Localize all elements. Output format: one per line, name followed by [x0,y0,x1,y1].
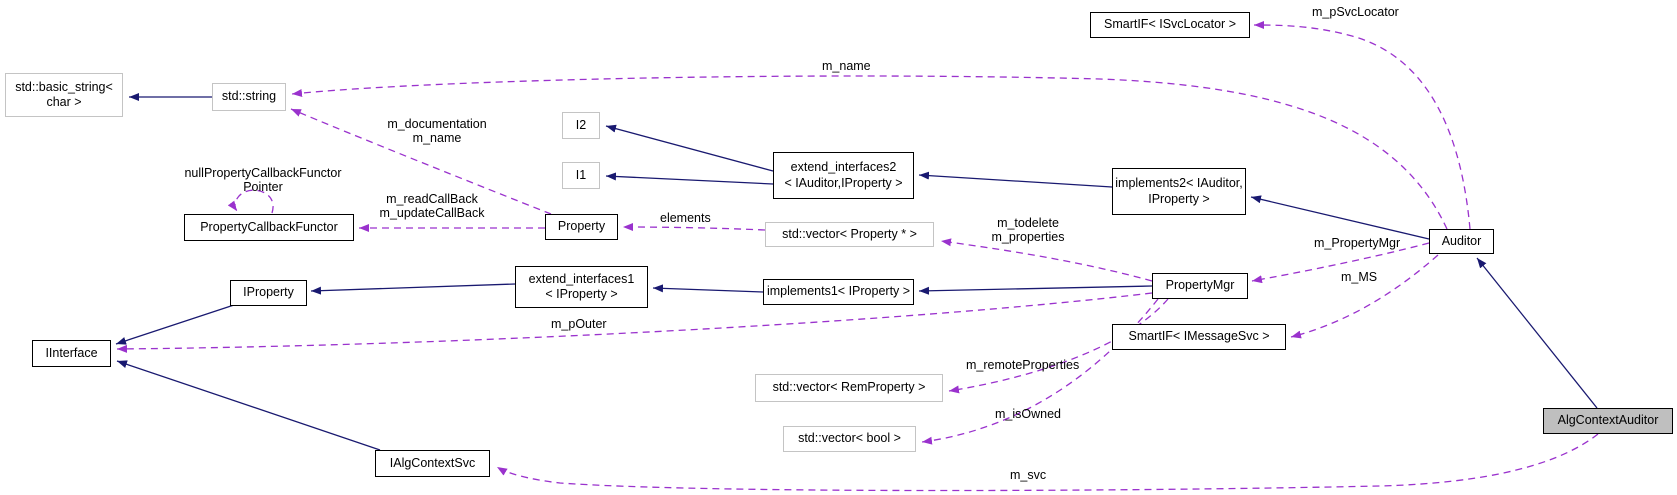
inheritance-edge-extint1-iproperty [310,283,516,295]
edge-label-m-todelete-m-properties: m_todelete m_properties [991,216,1065,245]
edge-label-m-remoteproperties: m_remoteProperties [966,358,1080,372]
inheritance-edge-extint2-i2 [605,124,774,172]
usage-edge-m-documentation-m-name [290,108,552,215]
edge-label-elements: elements [660,211,711,225]
usage-edge-nullfunctor-selfloop [227,189,274,214]
node-std-string[interactable]: std::string [212,83,286,111]
edge-label-m-psvclocator: m_pSvcLocator [1312,5,1399,19]
inheritance-edge-extint2-i1 [605,172,774,185]
usage-edge-elements [622,223,766,232]
node-ialgcontextsvc[interactable]: IAlgContextSvc [375,450,490,477]
inheritance-edge-iproperty-iinterface [115,303,238,345]
node-smartif-imessagesvc[interactable]: SmartIF< IMessageSvc > [1112,324,1286,350]
inheritance-edge-ialgcontextsvc-iinterface [116,360,381,451]
node-iinterface[interactable]: IInterface [32,340,111,367]
inheritance-edge-auditor-impl2 [1250,195,1430,240]
usage-edge-m-remoteproperties [948,298,1169,394]
usage-edge-m-name [291,75,1448,230]
usage-edge-m-psvclocator [1253,21,1471,230]
node-i1[interactable]: I1 [562,162,600,189]
edge-label-m-documentation-m-name: m_documentation m_name [387,117,487,146]
node-property-callback-functor[interactable]: PropertyCallbackFunctor [184,214,354,241]
edge-label-m-propertymgr: m_PropertyMgr [1314,236,1401,250]
usage-edge-m-pouter [116,292,1153,353]
node-auditor[interactable]: Auditor [1429,229,1494,254]
inheritance-edge-propertymgr-impl1 [918,285,1153,295]
node-implements1[interactable]: implements1< IProperty > [763,279,914,305]
edge-label-m-ms: m_MS [1341,270,1378,284]
node-property[interactable]: Property [545,214,618,240]
usage-edge-m-svc [496,433,1599,492]
inheritance-edge-impl2-extint2 [918,171,1113,188]
node-i2[interactable]: I2 [562,112,600,139]
edge-label-m-isowned: m_isOwned [995,407,1061,421]
usage-edge-m-ms [1290,254,1439,339]
node-propertymgr[interactable]: PropertyMgr [1152,273,1248,299]
edge-label-nullpropertycallbackfunctor-pointer: nullPropertyCallbackFunctor Pointer [184,166,342,195]
edge-label-m-svc: m_svc [1010,468,1047,482]
node-extend-interfaces1[interactable]: extend_interfaces1 < IProperty > [515,266,648,308]
edge-label-m-pouter: m_pOuter [551,317,607,331]
usage-edge-m-propertymgr [1251,242,1430,284]
node-algcontextauditor[interactable]: AlgContextAuditor [1543,408,1673,434]
edge-label-m-readcallback-m-updatecallback: m_readCallBack m_updateCallBack [379,192,485,221]
inheritance-edge-algcontextauditor-auditor [1476,257,1598,409]
usage-edge-m-todelete-m-properties [940,238,1153,282]
node-implements2[interactable]: implements2< IAuditor, IProperty > [1112,168,1246,215]
node-vector-property-ptr[interactable]: std::vector< Property * > [765,222,934,247]
node-smartif-isvclocator[interactable]: SmartIF< ISvcLocator > [1090,12,1250,38]
node-extend-interfaces2[interactable]: extend_interfaces2 < IAuditor,IProperty … [773,152,914,199]
edge-label-m-name: m_name [822,59,871,73]
inheritance-edge-impl1-extint1 [652,284,764,293]
node-iproperty[interactable]: IProperty [230,280,307,306]
node-vector-bool[interactable]: std::vector< bool > [783,426,916,452]
node-vector-remproperty[interactable]: std::vector< RemProperty > [755,374,943,402]
node-std-basic-string[interactable]: std::basic_string< char > [5,73,123,117]
